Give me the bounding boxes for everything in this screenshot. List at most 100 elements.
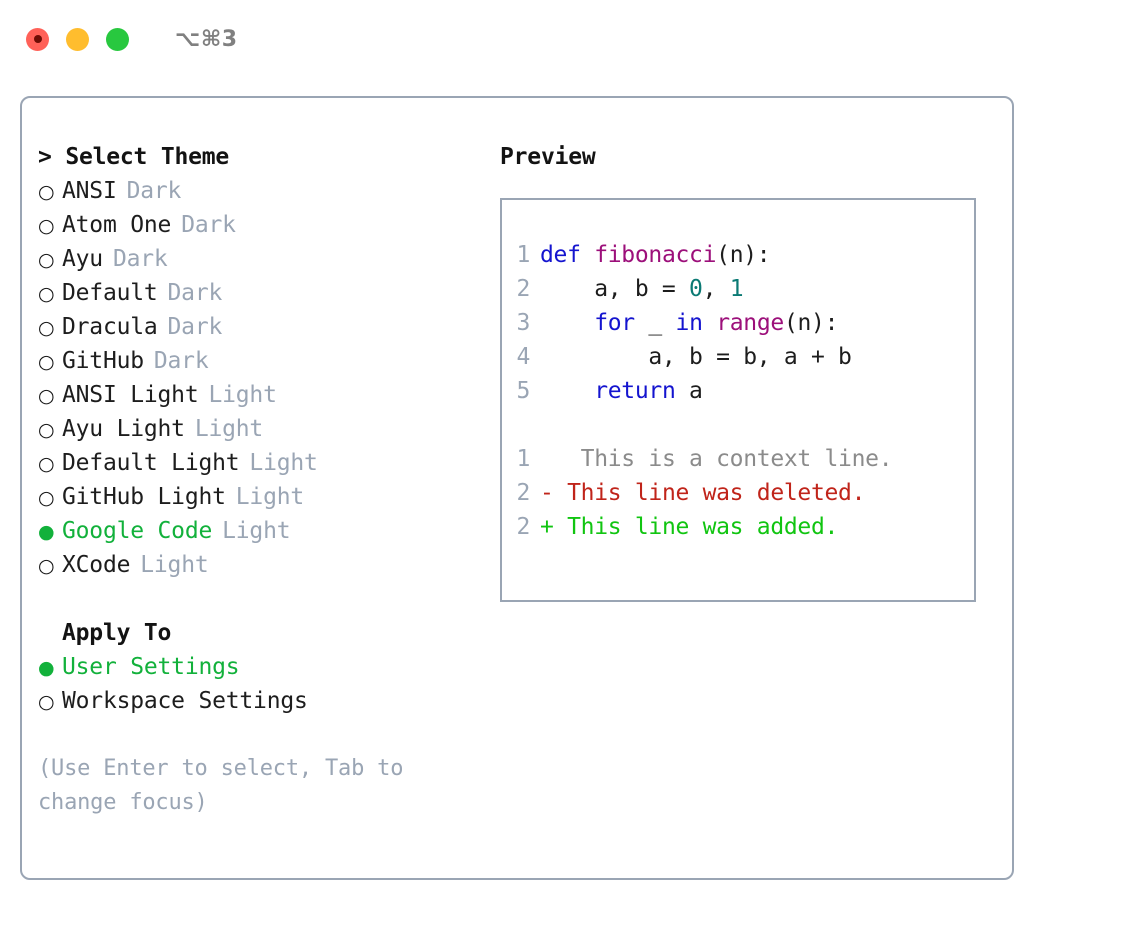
code-token-pln: [703, 310, 717, 336]
code-token-kw: return: [594, 378, 676, 404]
diff-sample: 1 This is a context line. 2- This line wa…: [502, 442, 974, 544]
code-line-text: a, b = 0, 1: [540, 272, 743, 306]
theme-option-label: Ayu: [62, 246, 103, 272]
code-token-kw: for: [594, 310, 635, 336]
theme-option-label: Atom One: [62, 212, 172, 238]
theme-option-label: Google Code: [62, 518, 213, 544]
theme-option-default-light[interactable]: ○ Default Light Light: [38, 446, 468, 480]
maximize-window-button[interactable]: [106, 27, 129, 51]
code-token-kw: def: [540, 242, 595, 268]
theme-option-label: GitHub Light: [62, 484, 226, 510]
title-bar: ⌥⌘3: [0, 0, 1140, 78]
traffic-light-group: [26, 27, 129, 51]
code-token-pln: a, b = b, a + b: [540, 344, 852, 370]
diff-line-number: 1: [516, 446, 530, 472]
diff-line: 2+ This line was added.: [502, 510, 974, 544]
code-line: 3 for _ in range(n):: [502, 306, 974, 340]
theme-option-tag: Light: [194, 416, 264, 442]
code-token-pln: [540, 378, 594, 404]
theme-option-label: Default Light: [62, 450, 240, 476]
theme-option-tag: Dark: [126, 178, 182, 204]
minimize-window-button[interactable]: [66, 27, 89, 51]
code-line: 1 def fibonacci(n):: [502, 238, 974, 272]
theme-option-github[interactable]: ○ GitHub Dark: [38, 344, 468, 378]
code-line: 4 a, b = b, a + b: [502, 340, 974, 374]
code-token-pln: _: [634, 310, 676, 336]
preview-title: Preview: [500, 144, 596, 170]
diff-line-sign: -: [540, 480, 554, 506]
code-line-text: def fibonacci(n):: [540, 238, 771, 272]
theme-section-title-text: [52, 144, 66, 170]
code-line: 5 return a: [502, 374, 974, 408]
radio-unselected-icon: ○: [38, 385, 55, 407]
code-token-kw: in: [675, 310, 703, 336]
radio-unselected-icon: ○: [38, 351, 55, 373]
theme-option-label: Dracula: [62, 314, 158, 340]
theme-option-tag: Light: [140, 552, 209, 578]
code-token-num: 1: [729, 276, 744, 302]
theme-option-tag: Light: [249, 450, 318, 476]
code-token-fn: fibonacci: [594, 242, 717, 268]
code-line-number: 1: [516, 242, 530, 268]
code-line: 2 a, b = 0, 1: [502, 272, 974, 306]
code-token-pln: a: [675, 378, 703, 404]
diff-line: 1 This is a context line.: [502, 442, 974, 476]
code-token-pln: (n):: [783, 310, 839, 336]
apply-to-option-user-settings[interactable]: ● User Settings: [38, 650, 468, 684]
radio-unselected-icon: ○: [38, 419, 55, 441]
diff-line-number: 2: [516, 480, 530, 506]
code-line-number: 3: [516, 310, 530, 336]
apply-to-list: ● User Settings ○ Workspace Settings: [38, 650, 468, 718]
theme-option-label: XCode: [62, 552, 131, 578]
keyboard-hint-text: (Use Enter to select, Tab to change focu…: [38, 756, 404, 815]
code-token-pln: (n):: [716, 242, 771, 268]
code-line-number: 2: [516, 276, 530, 302]
code-token-fn: range: [716, 310, 784, 336]
theme-option-tag: Dark: [167, 280, 223, 306]
apply-to-option-workspace-settings[interactable]: ○ Workspace Settings: [38, 684, 468, 718]
theme-option-tag: Dark: [153, 348, 209, 374]
diff-line-number: 2: [516, 514, 530, 540]
radio-unselected-icon: ○: [38, 453, 55, 475]
diff-line-text: This line was added.: [553, 514, 839, 540]
code-line-number: 4: [516, 344, 530, 370]
code-line-number: 5: [516, 378, 530, 404]
diff-line-text: This is a context line.: [553, 446, 893, 472]
apply-to-option-label: User Settings: [62, 654, 240, 680]
theme-option-label: GitHub: [62, 348, 144, 374]
theme-option-label: Default: [62, 280, 158, 306]
radio-unselected-icon: ○: [38, 215, 55, 237]
theme-option-label: ANSI: [62, 178, 117, 204]
code-token-pln: [540, 310, 594, 336]
radio-unselected-icon: ○: [38, 691, 55, 713]
section-spacer: [38, 582, 468, 616]
keyboard-shortcut-label: ⌥⌘3: [175, 26, 238, 52]
radio-unselected-icon: ○: [38, 317, 55, 339]
theme-section-title: > Select Theme: [38, 140, 468, 174]
theme-option-tag: Light: [208, 382, 277, 408]
theme-section-title-label: Select Theme: [65, 144, 230, 170]
apply-to-option-label: Workspace Settings: [62, 688, 308, 714]
theme-option-label: ANSI Light: [62, 382, 199, 408]
theme-option-ansi-light[interactable]: ○ ANSI Light Light: [38, 378, 468, 412]
radio-selected-icon: ●: [38, 657, 55, 679]
close-window-button[interactable]: [26, 27, 49, 51]
code-diff-spacer: [502, 408, 974, 442]
diff-line-sign: [540, 442, 554, 476]
theme-option-tag: Dark: [167, 314, 223, 340]
theme-option-dracula[interactable]: ○ Dracula Dark: [38, 310, 468, 344]
